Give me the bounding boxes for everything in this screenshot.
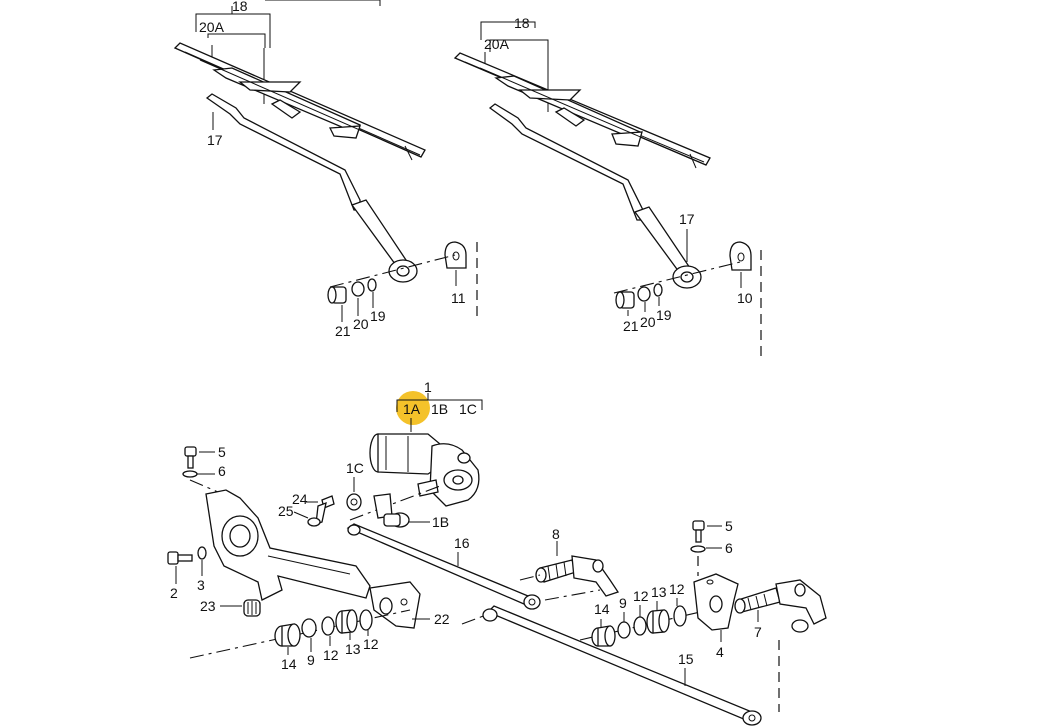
callout-17-right: 17 bbox=[679, 211, 695, 227]
nut-1c bbox=[346, 493, 362, 511]
callout-1b: 1B bbox=[431, 401, 448, 417]
nut-washer-set-left bbox=[327, 278, 377, 304]
bracket-22 bbox=[369, 581, 421, 629]
washer-3 bbox=[197, 546, 207, 560]
wiper-arm-right bbox=[488, 103, 702, 289]
washer-12b-right bbox=[673, 605, 687, 627]
callout-20a-right: 20A bbox=[484, 36, 510, 52]
callout-6-left: 6 bbox=[218, 463, 226, 479]
callout-9-left: 9 bbox=[307, 652, 315, 668]
callout-25: 25 bbox=[278, 503, 294, 519]
callout-24: 24 bbox=[292, 491, 308, 507]
cover-cap-left bbox=[444, 241, 467, 269]
washer-25 bbox=[307, 517, 321, 527]
bracket-18-left bbox=[195, 13, 271, 48]
callout-12-left-b: 12 bbox=[363, 636, 379, 652]
mounting-frame bbox=[205, 489, 371, 601]
washer-12b-left bbox=[359, 609, 373, 631]
callout-5-left: 5 bbox=[218, 444, 226, 460]
callout-1b-crank: 1B bbox=[432, 514, 449, 530]
callout-21-left: 21 bbox=[335, 323, 351, 339]
drive-rod-16 bbox=[346, 523, 541, 610]
screw-5-right bbox=[692, 520, 705, 543]
nut-washer-set-right bbox=[615, 283, 663, 309]
callout-1c: 1C bbox=[459, 401, 477, 417]
callout-7: 7 bbox=[754, 624, 762, 640]
callout-17-left: 17 bbox=[207, 132, 223, 148]
callout-2: 2 bbox=[170, 585, 178, 601]
callout-15: 15 bbox=[678, 651, 694, 667]
wiper-motor-1a bbox=[369, 433, 480, 507]
left-wiper-assembly: 18 20A 17 11 21 20 19 bbox=[173, 0, 478, 339]
callout-1: 1 bbox=[424, 379, 432, 395]
nut-9-right bbox=[617, 621, 631, 639]
callout-3: 3 bbox=[197, 577, 205, 593]
callout-8: 8 bbox=[552, 526, 560, 542]
callout-14-right: 14 bbox=[594, 601, 610, 617]
wiper-pivot-7 bbox=[734, 579, 827, 633]
wiper-motor-group: 1 1A 1B 1C 1C 1B bbox=[346, 379, 483, 530]
callout-19-right: 19 bbox=[656, 307, 672, 323]
bushing-23 bbox=[243, 599, 261, 617]
callout-5-right: 5 bbox=[725, 518, 733, 534]
callout-13-right: 13 bbox=[651, 584, 667, 600]
callout-1a: 1A bbox=[403, 401, 421, 417]
washer-12a-right bbox=[633, 616, 647, 636]
callout-18-right: 18 bbox=[514, 15, 530, 31]
callout-14-left: 14 bbox=[281, 656, 297, 672]
callout-12-right-a: 12 bbox=[633, 588, 649, 604]
callout-4: 4 bbox=[716, 644, 724, 660]
cover-cap-right bbox=[729, 241, 752, 271]
callout-11: 11 bbox=[451, 290, 466, 306]
washer-12a-left bbox=[321, 616, 335, 636]
callout-20a-left: 20A bbox=[199, 19, 225, 35]
grommet-14-right bbox=[591, 625, 616, 647]
wiper-arm-left bbox=[205, 93, 418, 283]
bracket-1 bbox=[396, 399, 483, 412]
callout-10: 10 bbox=[737, 290, 753, 306]
screw-5-left bbox=[184, 446, 197, 469]
callout-20-left: 20 bbox=[353, 316, 369, 332]
washer-6-right bbox=[690, 545, 706, 553]
linkage-frame-group: 5 6 24 25 16 bbox=[167, 444, 827, 726]
bushing-13-left bbox=[335, 609, 358, 634]
right-wiper-assembly: 18 20A 17 10 21 20 19 bbox=[453, 15, 762, 360]
wiper-blade-left bbox=[173, 42, 426, 161]
callout-6-right: 6 bbox=[725, 540, 733, 556]
callout-21-right: 21 bbox=[623, 318, 639, 334]
crank-1b bbox=[373, 493, 410, 528]
callout-23: 23 bbox=[200, 598, 216, 614]
callout-19-left: 19 bbox=[370, 308, 386, 324]
callout-9-right: 9 bbox=[619, 595, 627, 611]
callout-12-left-a: 12 bbox=[323, 647, 339, 663]
callout-18-left: 18 bbox=[232, 0, 248, 14]
wiper-pivot-8 bbox=[535, 555, 620, 597]
callout-20-right: 20 bbox=[640, 314, 656, 330]
bolt-2 bbox=[167, 551, 193, 565]
grommet-14-left bbox=[274, 623, 301, 647]
wiper-blade-right bbox=[453, 52, 711, 169]
bracket-18-right bbox=[480, 21, 536, 40]
callout-12-right-b: 12 bbox=[669, 581, 685, 597]
mounting-bracket-4 bbox=[693, 573, 739, 631]
bushing-13-right bbox=[646, 609, 670, 634]
callout-1c-nut: 1C bbox=[346, 460, 364, 476]
callout-13-left: 13 bbox=[345, 641, 361, 657]
washer-6-left bbox=[182, 470, 198, 478]
connecting-rod-15 bbox=[482, 605, 762, 726]
callout-16: 16 bbox=[454, 535, 470, 551]
callout-22: 22 bbox=[434, 611, 450, 627]
nut-9-left bbox=[301, 618, 317, 638]
